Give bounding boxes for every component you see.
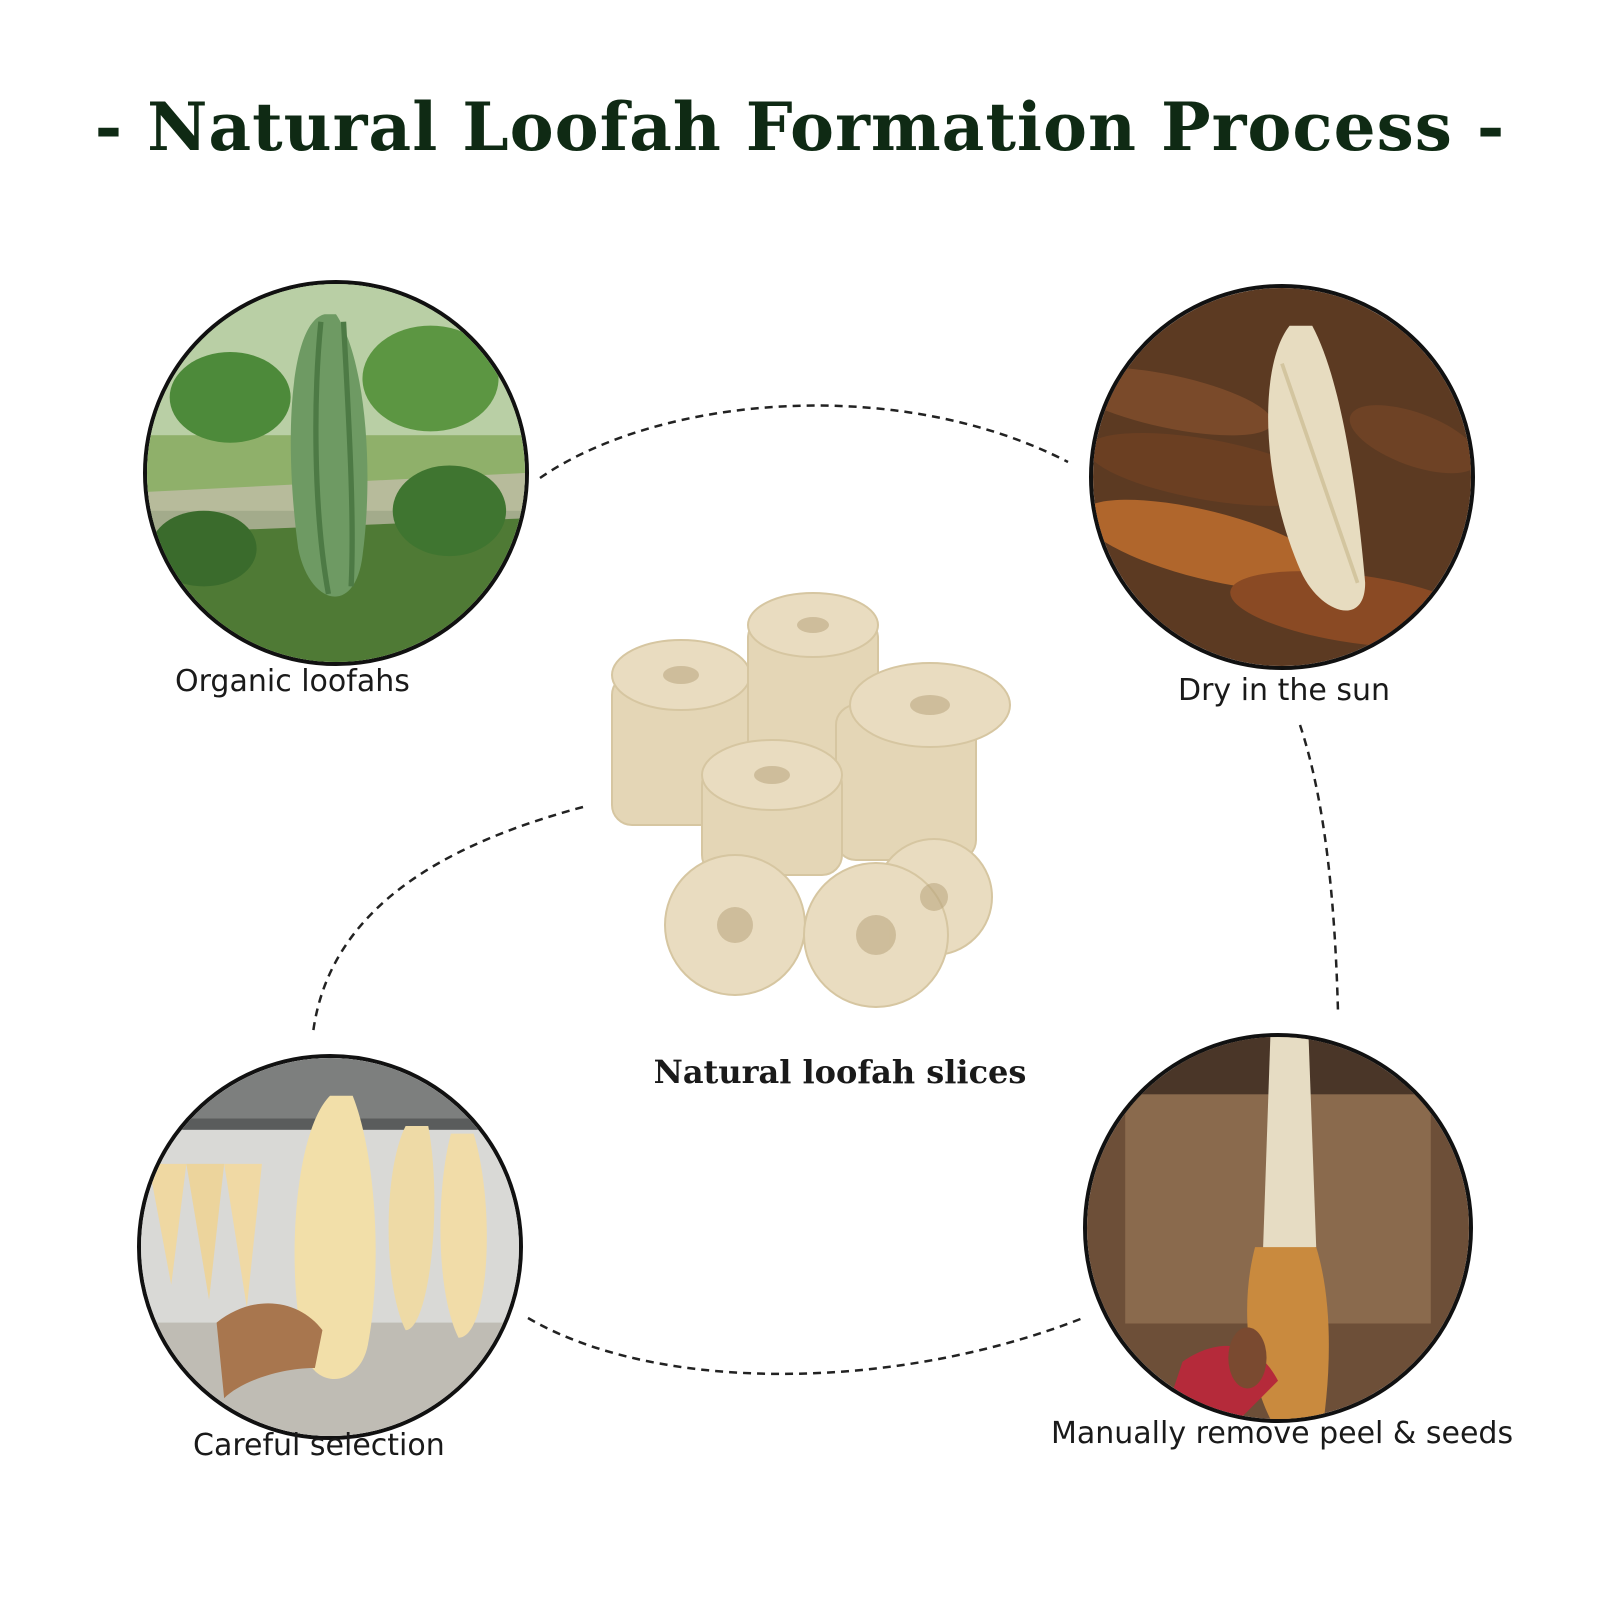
remove-peel-photo <box>1083 1033 1473 1423</box>
step-label-careful-selection: Careful selection <box>193 1428 445 1463</box>
step-label-dry-in-the-sun: Dry in the sun <box>1178 673 1391 708</box>
step-label-organic-loofahs: Organic loofahs <box>175 664 410 699</box>
connector-bottom <box>527 1316 1084 1376</box>
connector-right <box>1298 724 1340 1013</box>
step-label-remove-peel: Manually remove peel & seeds <box>1051 1416 1514 1451</box>
careful-selection-photo <box>137 1054 523 1440</box>
connector-top <box>539 404 1069 480</box>
loofah-slices-photo <box>611 592 1011 1008</box>
organic-loofahs-photo <box>143 280 529 666</box>
connector-left <box>311 805 584 1034</box>
page-title: - Natural Loofah Formation Process - <box>94 88 1506 166</box>
dry-in-the-sun-photo <box>1089 284 1475 670</box>
center-label-loofah-slices: Natural loofah slices <box>653 1053 1027 1091</box>
